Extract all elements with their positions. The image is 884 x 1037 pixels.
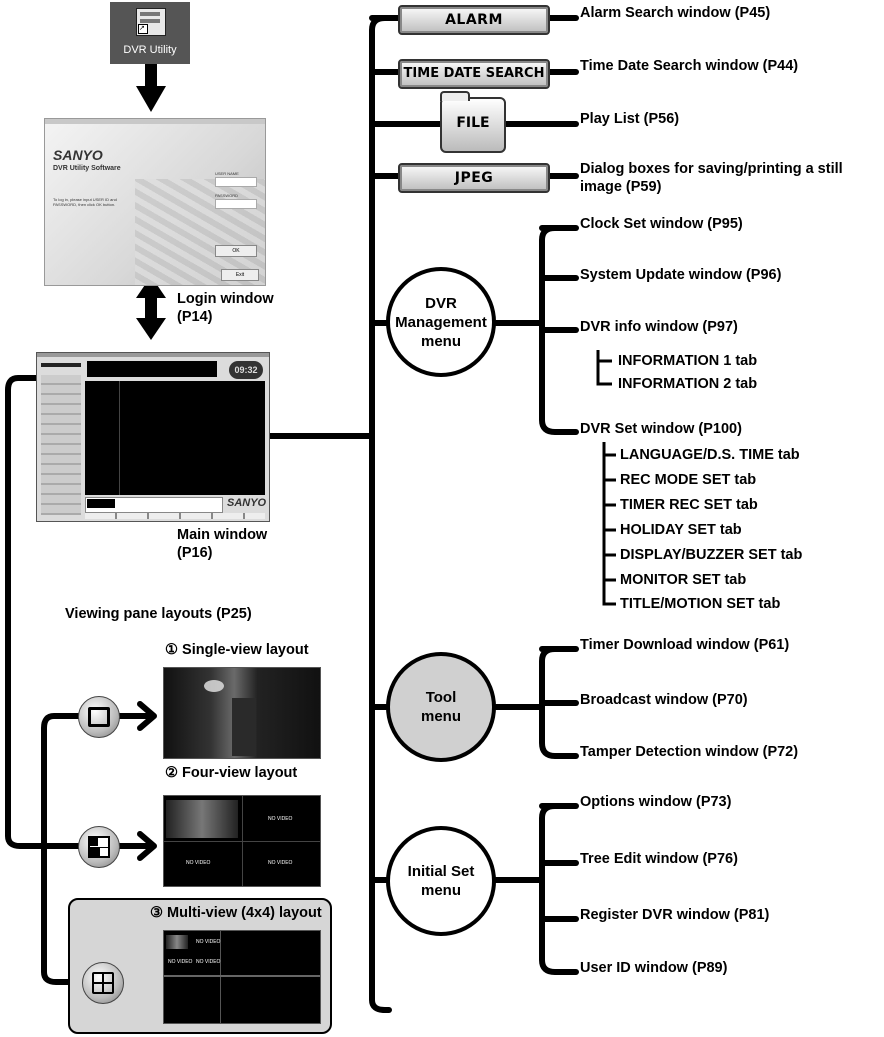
no-video-label: NO VIDEO <box>168 959 193 965</box>
info-tab-1: INFORMATION 1 tab <box>618 353 758 369</box>
multi-view-thumb: NO VIDEO NO VIDEO NO VIDEO <box>163 930 321 1024</box>
four-view-button[interactable] <box>78 826 120 868</box>
login-password-field[interactable] <box>215 199 257 209</box>
no-video-label: NO VIDEO <box>186 860 211 866</box>
login-ok-button[interactable]: OK <box>215 245 257 257</box>
dvr-management-menu[interactable]: DVR Management menu <box>386 267 496 377</box>
tool-menu[interactable]: Tool menu <box>386 652 496 762</box>
clock-set-label: Clock Set window (P95) <box>580 216 743 232</box>
play-list-label: Play List (P56) <box>580 111 680 127</box>
main-brand: SANYO <box>227 497 267 509</box>
register-dvr-label: Register DVR window (P81) <box>580 907 770 923</box>
file-label: FILE <box>456 115 490 131</box>
alarm-button[interactable]: ALARM <box>398 5 550 35</box>
tree-edit-label: Tree Edit window (P76) <box>580 851 738 867</box>
set-tab-timer-rec: TIMER REC SET tab <box>620 497 758 513</box>
set-tab-title-motion: TITLE/MOTION SET tab <box>620 596 781 612</box>
options-label: Options window (P73) <box>580 794 732 810</box>
login-user-label: USER NAME <box>215 171 239 176</box>
layouts-heading: Viewing pane layouts (P25) <box>65 606 252 622</box>
single-view-button[interactable] <box>78 696 120 738</box>
alarm-search-label: Alarm Search window (P45) <box>580 5 771 21</box>
main-window-screenshot: 09:32 SANYO <box>36 352 270 522</box>
dvr-set-label: DVR Set window (P100) <box>580 421 742 437</box>
time-date-search-button[interactable]: TIME DATE SEARCH <box>398 59 550 89</box>
four-view-title: ② Four-view layout <box>165 765 298 781</box>
single-view-thumb <box>163 667 321 759</box>
tamper-detection-label: Tamper Detection window (P72) <box>580 744 799 760</box>
quad-icon <box>88 836 110 858</box>
set-tab-holiday: HOLIDAY SET tab <box>620 522 742 538</box>
no-video-label: NO VIDEO <box>268 816 293 822</box>
grid-icon <box>92 972 114 994</box>
set-tab-display-buzzer: DISPLAY/BUZZER SET tab <box>620 547 803 563</box>
set-tab-monitor: MONITOR SET tab <box>620 572 747 588</box>
no-video-label: NO VIDEO <box>268 860 293 866</box>
system-update-label: System Update window (P96) <box>580 267 782 283</box>
desktop-icon-label: DVR Utility <box>123 44 177 56</box>
login-brand: SANYO <box>53 147 103 163</box>
login-user-field[interactable] <box>215 177 257 187</box>
multi-view-title: ③ Multi-view (4x4) layout <box>150 905 322 921</box>
login-title: DVR Utility Software <box>53 165 121 172</box>
login-password-label: PASSWORD <box>215 193 239 198</box>
broadcast-label: Broadcast window (P70) <box>580 692 748 708</box>
login-window-screenshot: SANYO DVR Utility Software USER NAME PAS… <box>44 118 266 286</box>
dvr-utility-icon: ↗ <box>136 8 166 36</box>
jpeg-dialog-label: Dialog boxes for saving/printing a still… <box>580 161 843 195</box>
single-view-title: ① Single-view layout <box>165 642 309 658</box>
file-folder-button[interactable]: FILE <box>440 91 506 153</box>
user-id-label: User ID window (P89) <box>580 960 728 976</box>
timer-download-label: Timer Download window (P61) <box>580 637 790 653</box>
main-clock: 09:32 <box>229 361 263 379</box>
desktop-icon-dvr-utility[interactable]: ↗ DVR Utility <box>110 2 190 64</box>
info-tab-2: INFORMATION 2 tab <box>618 376 758 392</box>
single-square-icon <box>88 707 110 727</box>
multi-view-button[interactable] <box>82 962 124 1004</box>
main-window-label: Main window (P16) <box>177 527 268 561</box>
set-tab-language: LANGUAGE/D.S. TIME tab <box>620 447 800 463</box>
login-hint: To log in, please input USER ID and PASS… <box>53 197 117 207</box>
four-view-thumb: NO VIDEO NO VIDEO NO VIDEO <box>163 795 321 887</box>
set-tab-rec-mode: REC MODE SET tab <box>620 472 757 488</box>
time-date-search-label: Time Date Search window (P44) <box>580 58 799 74</box>
jpeg-button[interactable]: JPEG <box>398 163 550 193</box>
no-video-label: NO VIDEO <box>196 939 221 945</box>
login-exit-button[interactable]: Exit <box>221 269 259 281</box>
initial-set-menu[interactable]: Initial Set menu <box>386 826 496 936</box>
login-window-label: Login window (P14) <box>177 291 274 325</box>
dvr-info-label: DVR info window (P97) <box>580 319 738 335</box>
no-video-label: NO VIDEO <box>196 959 221 965</box>
